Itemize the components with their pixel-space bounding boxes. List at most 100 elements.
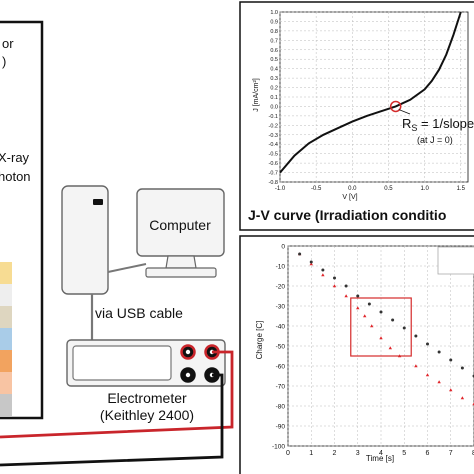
detector-stack: [0, 262, 12, 416]
jv-ylabel: J [mA/cm²]: [253, 78, 260, 111]
charge-x-tick-label: 5: [402, 450, 406, 457]
stack-layer: [0, 306, 12, 328]
wire-red: [0, 350, 234, 439]
charge-y-tick-label: 0: [281, 244, 285, 251]
jv-x-tick-label: 1.5: [457, 186, 466, 192]
charge-y-tick-label: -10: [276, 264, 286, 271]
jv-y-tick-label: -0.6: [269, 161, 278, 167]
stack-layer: [0, 262, 12, 284]
charge-y-tick-label: -30: [276, 304, 286, 311]
charge-y-tick-label: -90: [276, 424, 286, 431]
charge-x-tick-label: 0: [286, 450, 290, 457]
jv-xlabel: V [V]: [342, 194, 357, 201]
left-label-line2: ): [2, 54, 6, 69]
charge-point-series-2: [460, 366, 464, 370]
rs-condition: (at J = 0): [417, 135, 453, 145]
charge-point-series-2: [449, 358, 453, 362]
pc-tower-slot: [93, 199, 103, 205]
charge-point-series-1: [356, 306, 360, 310]
jv-y-tick-label: -0.2: [269, 123, 278, 129]
stack-layer: [0, 328, 12, 350]
charge-point-series-1: [449, 388, 453, 392]
jv-x-tick-label: -0.5: [311, 186, 322, 192]
jv-y-tick-label: 0.3: [270, 76, 278, 82]
jv-y-tick-label: -0.3: [269, 133, 278, 139]
charge-ylabel: Charge [C]: [255, 321, 264, 360]
left-panel: or ) X-ray hoton: [0, 20, 44, 420]
electrometer: Electrometer (Keithley 2400): [66, 339, 226, 423]
charge-point-series-2: [309, 260, 313, 264]
charge-x-tick-label: 4: [379, 450, 383, 457]
charge-point-series-1: [388, 346, 392, 350]
jv-y-tick-label: 1.0: [270, 10, 278, 16]
charge-chart-panel: 0123456780-10-20-30-40-50-60-70-80-90-10…: [239, 235, 474, 474]
charge-x-tick-label: 7: [449, 450, 453, 457]
charge-point-series-1: [309, 262, 313, 266]
jv-y-tick-label: 0.2: [270, 86, 278, 92]
charge-x-tick-label: 2: [333, 450, 337, 457]
charge-point-series-2: [344, 284, 348, 288]
electrometer-display: [72, 345, 172, 381]
charge-point-series-2: [298, 252, 302, 256]
charge-y-tick-label: -70: [276, 384, 286, 391]
photon-label: hoton: [0, 169, 31, 184]
charge-y-tick-label: -20: [276, 284, 286, 291]
jv-y-tick-label: -0.7: [269, 171, 278, 177]
left-label-line1: or: [2, 36, 14, 51]
charge-x-tick-label: 1: [309, 450, 313, 457]
computer-label: Computer: [149, 217, 211, 233]
jv-y-tick-label: -0.1: [269, 114, 278, 120]
legend-box: [437, 246, 474, 275]
charge-y-tick-label: -80: [276, 404, 286, 411]
charge-point-series-2: [414, 334, 418, 338]
jv-y-tick-label: 0.5: [270, 57, 278, 63]
charge-point-series-1: [437, 380, 441, 384]
stack-layer: [0, 394, 12, 416]
jv-y-tick-label: -0.8: [269, 180, 278, 186]
jv-annotation-leader: [398, 109, 411, 115]
monitor-stand: [165, 255, 197, 269]
stack-layer: [0, 350, 12, 372]
charge-y-tick-label: -60: [276, 364, 286, 371]
stack-layer: [0, 372, 12, 394]
jv-y-tick-label: 0.1: [270, 95, 278, 101]
electrometer-model: (Keithley 2400): [100, 407, 194, 423]
jv-curve: [279, 11, 462, 174]
rs-annotation: RS = 1/slope: [402, 116, 474, 133]
charge-point-series-2: [367, 302, 371, 306]
jv-highlight-circle: [389, 100, 402, 113]
pc-monitor-cable: [107, 263, 147, 273]
jv-y-tick-label: 0.7: [270, 38, 278, 44]
charge-point-series-1: [414, 364, 418, 368]
charge-x-tick-label: 6: [426, 450, 430, 457]
jv-caption: J-V curve (Irradiation conditio: [248, 207, 446, 223]
jv-x-tick-label: 1.0: [420, 186, 429, 192]
stack-layer: [0, 284, 12, 306]
charge-point-series-1: [332, 284, 337, 288]
charge-point-series-1: [460, 396, 465, 400]
jv-y-tick-label: -0.4: [269, 142, 278, 148]
wire-black: [0, 373, 224, 467]
charge-x-tick-label: 8: [472, 450, 474, 457]
charge-plot: 0123456780-10-20-30-40-50-60-70-80-90-10…: [272, 244, 474, 457]
charge-point-series-2: [379, 310, 383, 314]
charge-x-tick-label: 3: [356, 450, 360, 457]
xray-label: X-ray: [0, 150, 30, 165]
pc-tower: [61, 185, 109, 295]
charge-point-series-2: [437, 350, 441, 354]
charge-point-series-2: [356, 294, 360, 298]
jv-y-tick-label: -0.5: [269, 152, 278, 158]
jv-x-tick-label: 0.5: [384, 186, 393, 192]
charge-y-tick-label: -100: [272, 444, 285, 451]
charge-point-series-1: [321, 273, 325, 277]
jv-y-tick-label: 0.4: [270, 67, 278, 73]
charge-point-series-1: [370, 324, 374, 328]
charge-xlabel: Time [s]: [366, 454, 394, 463]
charge-highlight-box: [350, 297, 412, 357]
usb-cable-label: via USB cable: [95, 305, 183, 321]
charge-point-series-2: [402, 326, 406, 330]
jv-y-tick-label: 0.9: [270, 19, 278, 25]
